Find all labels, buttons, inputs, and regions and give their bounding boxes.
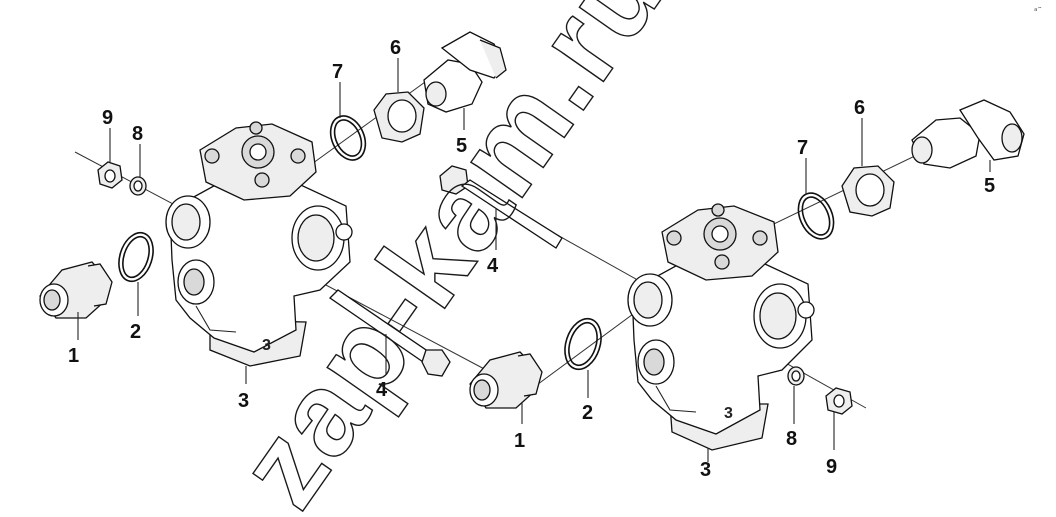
right-label-5: 5 bbox=[984, 175, 995, 197]
right-part-2-oring bbox=[564, 317, 602, 398]
left-label-5: 5 bbox=[456, 135, 467, 157]
right-label-8: 8 bbox=[786, 428, 797, 450]
left-part-5-elbow bbox=[423, 31, 507, 130]
right-part-4-bolt bbox=[439, 165, 563, 250]
right-part-3-valve-body bbox=[627, 203, 815, 462]
left-part-7-oring bbox=[329, 82, 367, 161]
right-label-9: 9 bbox=[826, 456, 837, 478]
right-assembly: 1 2 3 3 4 5 6 7 8 9 bbox=[439, 97, 1025, 481]
right-part-7-oring bbox=[797, 158, 835, 240]
right-label-1: 1 bbox=[514, 430, 525, 452]
left-part-4-bolt bbox=[328, 289, 451, 377]
left-assembly: 1 2 3 3 4 5 6 7 8 9 bbox=[39, 31, 507, 412]
right-label-6: 6 bbox=[854, 97, 865, 119]
left-label-6: 6 bbox=[390, 37, 401, 59]
left-label-8: 8 bbox=[132, 123, 143, 145]
right-part-5-elbow bbox=[911, 99, 1025, 172]
left-label-2: 2 bbox=[130, 321, 141, 343]
right-part-6-hex-nut bbox=[841, 118, 895, 217]
left-label-3: 3 bbox=[238, 390, 249, 412]
left-part-9-nut bbox=[97, 128, 123, 189]
left-part-2-oring bbox=[118, 231, 154, 316]
right-label-2: 2 bbox=[582, 402, 593, 424]
right-part-9-nut bbox=[825, 387, 853, 450]
left-label-7: 7 bbox=[332, 61, 343, 83]
right-part-8-washer bbox=[787, 366, 805, 424]
right-label-7: 7 bbox=[797, 137, 808, 159]
right-label-3: 3 bbox=[700, 459, 711, 481]
left-label-4: 4 bbox=[376, 379, 388, 401]
left-part-6-hex-nut bbox=[373, 58, 425, 143]
left-body-mark-3: 3 bbox=[262, 337, 271, 354]
left-label-9: 9 bbox=[102, 107, 113, 129]
right-body-mark-3: 3 bbox=[724, 405, 733, 422]
left-part-3-valve-body bbox=[165, 121, 353, 384]
right-label-4: 4 bbox=[487, 255, 499, 277]
left-label-1: 1 bbox=[68, 345, 79, 367]
left-part-8-washer bbox=[129, 144, 147, 196]
right-part-1-fitting bbox=[469, 351, 543, 424]
left-part-1-fitting bbox=[39, 261, 113, 340]
corner-mark: ᵃ˜ bbox=[1034, 7, 1042, 17]
